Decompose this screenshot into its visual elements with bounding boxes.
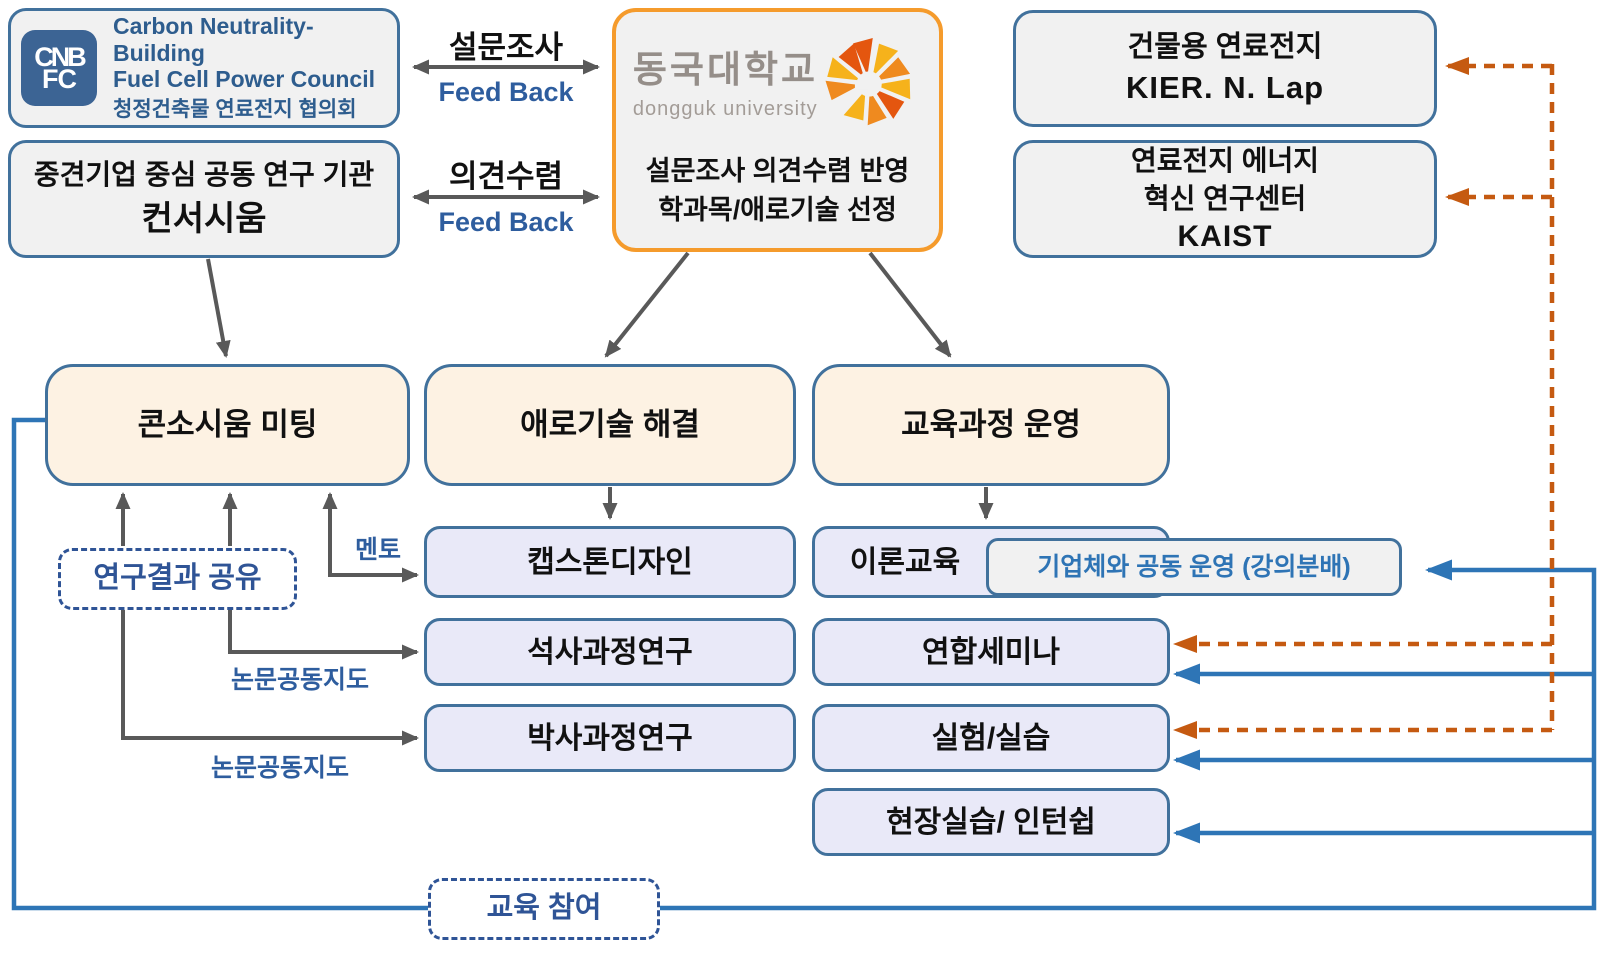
label-feedback-1: Feed Back	[438, 77, 574, 107]
dongguk-lotus-icon	[825, 37, 911, 126]
node-dongguk-university: 동국대학교 dongguk university	[612, 8, 943, 252]
consortium-line2: 컨서시움	[141, 200, 267, 239]
kaist-line2: 혁신 연구센터	[1143, 182, 1307, 214]
university-name-english: dongguk university	[632, 97, 818, 120]
lab-label: 실험/실습	[931, 721, 1051, 755]
meeting-label: 콘소시움 미팅	[137, 406, 318, 442]
node-company-co-operation-note: 기업체와 공동 운영 (강의분배)	[986, 538, 1402, 596]
participate-label: 교육 참여	[486, 892, 602, 925]
university-name-korean: 동국대학교	[632, 48, 819, 90]
theory-label: 이론교육	[849, 545, 961, 579]
label-coadvise-master: 논문공동지도	[230, 666, 369, 694]
kier-line2: KIER. N. Lap	[1125, 70, 1324, 106]
council-name-line1: Carbon Neutrality-Building	[113, 13, 314, 66]
node-doctoral-course-research: 박사과정연구	[424, 704, 796, 772]
cnbfc-logo-icon: CNB FC	[21, 29, 97, 106]
label-feedback-2: Feed Back	[438, 207, 574, 237]
seminar-label: 연합세미나	[922, 635, 1060, 669]
curriculum-label: 교육과정 운영	[901, 406, 1081, 442]
node-education-participation: 교육 참여	[428, 878, 660, 940]
logo-monogram-top: CNB	[34, 41, 86, 72]
node-tech-problem-solving: 애로기술 해결	[424, 364, 796, 486]
orange-dashed-lines	[1173, 57, 1555, 739]
label-coadvise-doctoral: 논문공동지도	[210, 754, 349, 782]
capstone-label: 캡스톤디자인	[527, 545, 693, 579]
node-experiment-practice: 실험/실습	[812, 704, 1170, 772]
logo-monogram-bottom: FC	[42, 63, 77, 94]
council-name-line2: Fuel Cell Power Council	[113, 66, 375, 93]
blue-lines	[11, 417, 1597, 911]
node-kaist-center: 연료전지 에너지 혁신 연구센터 KAIST	[1013, 140, 1437, 258]
label-opinion: 의견수렴	[448, 159, 564, 194]
node-curriculum-operation: 교육과정 운영	[812, 364, 1170, 486]
node-capstone-design: 캡스톤디자인	[424, 526, 796, 598]
node-field-practice-internship: 현장실습/ 인턴쉽	[812, 788, 1170, 856]
tech-label: 애로기술 해결	[520, 406, 700, 442]
kaist-line3: KAIST	[1177, 220, 1273, 254]
node-research-result-sharing: 연구결과 공유	[58, 548, 297, 610]
node-consortium-meeting: 콘소시움 미팅	[45, 364, 410, 486]
gray-arrows	[115, 59, 994, 746]
node-master-course-research: 석사과정연구	[424, 618, 796, 686]
doctoral-label: 박사과정연구	[527, 721, 693, 755]
university-desc-line2: 학과목/애로기술 선정	[658, 195, 897, 225]
label-mentor: 멘토	[354, 536, 401, 564]
label-survey: 설문조사	[448, 30, 564, 65]
consortium-line1: 중견기업 중심 공동 연구 기관	[33, 158, 375, 190]
master-label: 석사과정연구	[527, 635, 693, 669]
university-desc-line1: 설문조사 의견수렴 반영	[645, 155, 910, 186]
council-name-korean: 청정건축물 연료전지 협의회	[113, 97, 357, 121]
node-kier-lab: 건물용 연료전지 KIER. N. Lap	[1013, 10, 1437, 127]
node-consortium-org: 중견기업 중심 공동 연구 기관 컨서시움	[8, 140, 400, 258]
node-joint-seminar: 연합세미나	[812, 618, 1170, 686]
kaist-line1: 연료전지 에너지	[1130, 144, 1320, 176]
share-label: 연구결과 공유	[93, 562, 262, 595]
company-note-label: 기업체와 공동 운영 (강의분배)	[1037, 552, 1351, 581]
kier-line1: 건물용 연료전지	[1127, 30, 1323, 63]
node-council: CNB FC Carbon Neutrality-Building Fuel C…	[8, 8, 400, 128]
field-label: 현장실습/ 인턴쉽	[886, 805, 1096, 839]
